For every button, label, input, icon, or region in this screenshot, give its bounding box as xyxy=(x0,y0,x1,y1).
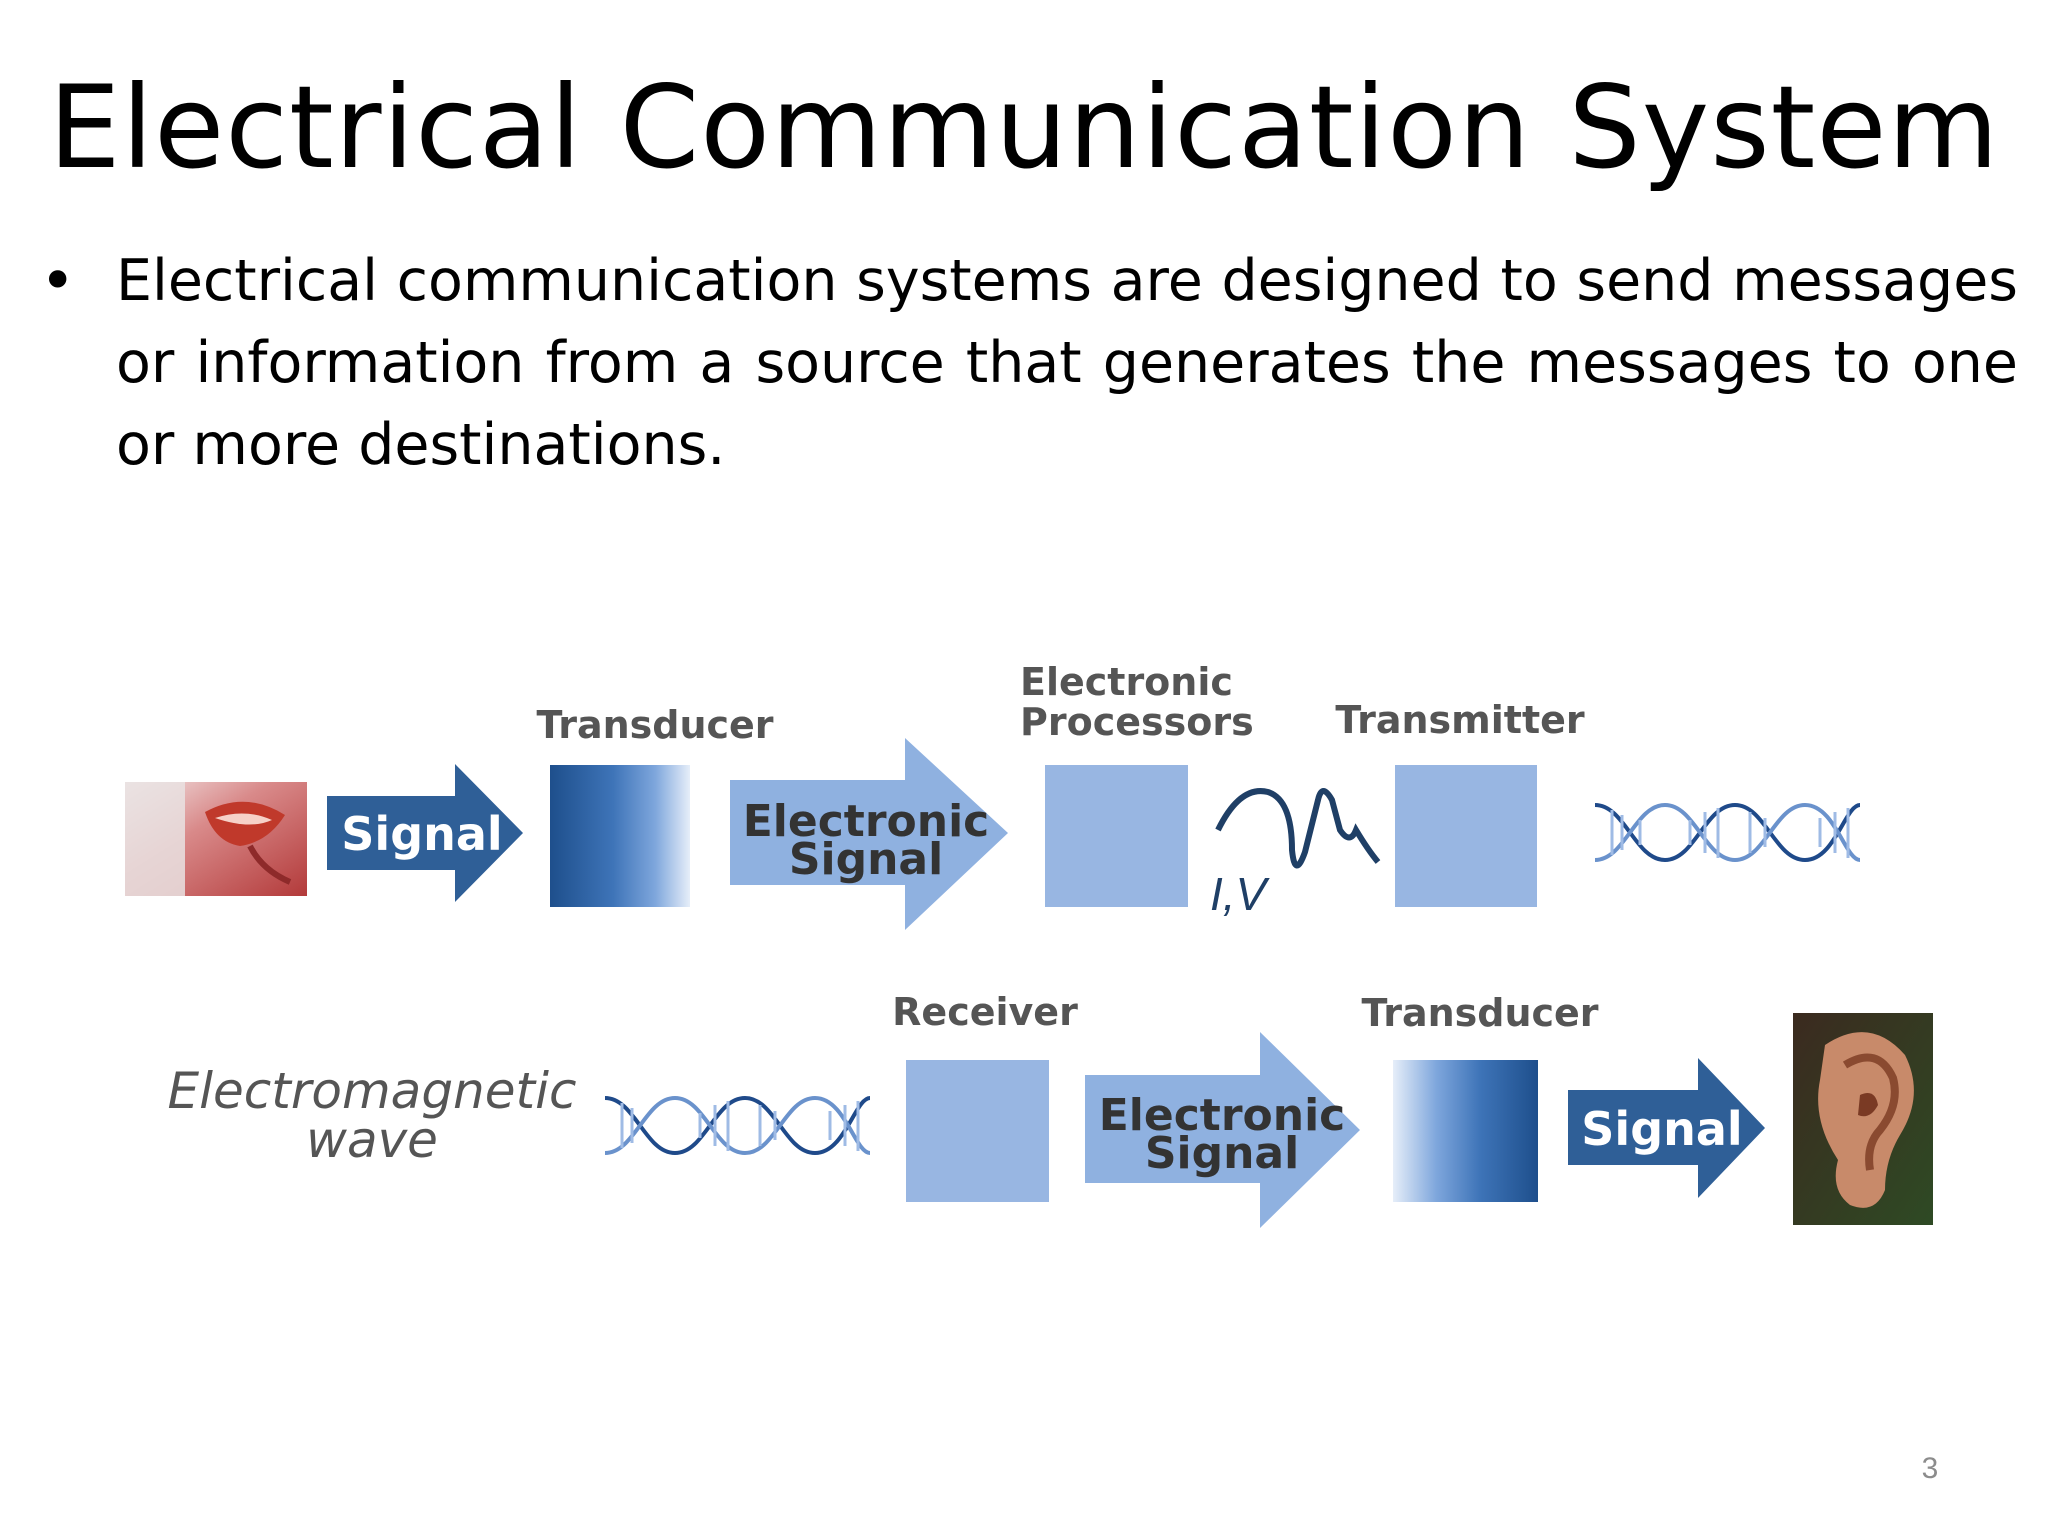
electronic-processors: Electronic Processors xyxy=(1020,660,1254,907)
transducer-1-label: Transducer xyxy=(536,703,773,747)
receiver: Receiver xyxy=(892,990,1078,1202)
processors-label-line1: Electronic xyxy=(1020,660,1233,704)
electronic-signal-1-line2: Signal xyxy=(789,834,943,885)
signal-arrow-1-label: Signal xyxy=(341,807,502,861)
electronic-signal-1-line1: Electronic xyxy=(743,796,990,847)
signal-arrow-1: Signal xyxy=(327,764,523,902)
transducer-2: Transducer xyxy=(1361,991,1599,1202)
electronic-signal-arrow-2: Electronic Signal xyxy=(1085,1032,1360,1228)
receiver-label: Receiver xyxy=(892,990,1078,1034)
transducer-2-label: Transducer xyxy=(1361,991,1598,1035)
bullet-text: Electrical communication systems are des… xyxy=(116,248,2018,478)
slide-title: Electrical Communication System xyxy=(48,61,2000,194)
em-wave-label-line2: wave xyxy=(306,1111,438,1169)
em-wave-1 xyxy=(1594,802,1861,863)
page-number: 3 xyxy=(1921,1452,1939,1485)
transmitter-label: Transmitter xyxy=(1335,698,1585,742)
iv-label: I,V xyxy=(1210,868,1271,920)
bullet-marker: • xyxy=(40,246,76,316)
electronic-signal-2-line2: Signal xyxy=(1145,1128,1299,1179)
signal-arrow-2-label: Signal xyxy=(1581,1102,1742,1156)
processors-label-line2: Processors xyxy=(1020,700,1254,744)
mouth-image xyxy=(125,782,307,896)
electronic-signal-2-line1: Electronic xyxy=(1099,1090,1346,1141)
ear-image xyxy=(1793,1013,1933,1225)
em-wave-label: Electromagnetic wave xyxy=(167,1062,576,1169)
transmitter: Transmitter xyxy=(1335,698,1585,907)
signal-arrow-2: Signal xyxy=(1568,1058,1765,1198)
electronic-signal-arrow-1: Electronic Signal xyxy=(730,738,1008,930)
em-wave-2 xyxy=(604,1095,871,1156)
em-wave-label-line1: Electromagnetic xyxy=(167,1062,576,1120)
iv-waveform: I,V xyxy=(1210,788,1381,920)
transducer-1: Transducer xyxy=(536,703,774,907)
